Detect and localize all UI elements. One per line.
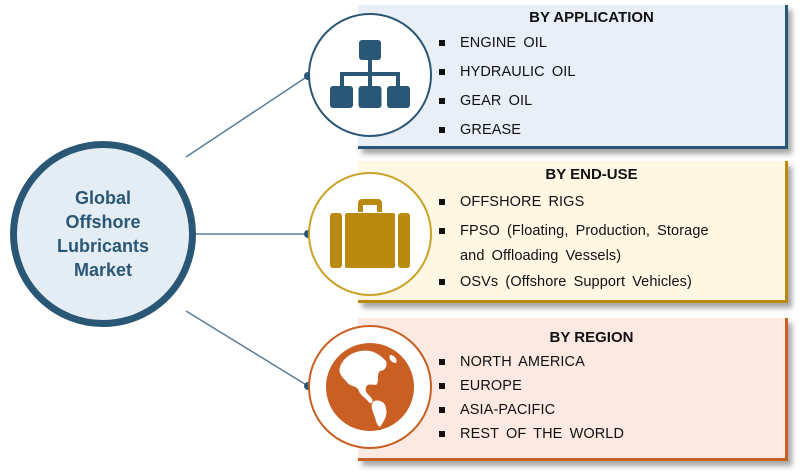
list-item: NORTH AMERICA xyxy=(439,350,785,374)
list-item: FPSO (Floating, Production, Storage xyxy=(439,217,785,246)
hub-title: Global Offshore Lubricants Market xyxy=(56,188,149,280)
globe-icon xyxy=(326,343,414,431)
end-use-icon-circle xyxy=(308,172,432,296)
end-use-list: OFFSHORE RIGS FPSO (Floating, Production… xyxy=(358,188,785,294)
list-item: REST OF THE WORLD xyxy=(439,422,785,446)
connector-region xyxy=(185,310,309,387)
region-icon-circle xyxy=(308,325,432,449)
hub-circle: Global Offshore Lubricants Market xyxy=(10,141,196,327)
region-list: NORTH AMERICA EUROPE ASIA-PACIFIC REST O… xyxy=(358,350,785,446)
list-item: EUROPE xyxy=(439,374,785,398)
application-icon-circle xyxy=(308,13,432,137)
list-item: GEAR OIL xyxy=(439,87,785,116)
application-title: BY APPLICATION xyxy=(529,9,654,26)
briefcase-icon xyxy=(330,199,410,268)
list-item: GREASE xyxy=(439,116,785,145)
list-item: OFFSHORE RIGS xyxy=(439,188,785,217)
region-title: BY REGION xyxy=(549,329,634,346)
application-list: ENGINE OIL HYDRAULIC OIL GEAR OIL GREASE xyxy=(358,29,785,145)
list-item: HYDRAULIC OIL xyxy=(439,58,785,87)
list-item: OSVs (Offshore Support Vehicles) xyxy=(439,270,785,294)
connector-application xyxy=(185,75,309,158)
end-use-title: BY END-USE xyxy=(545,166,638,183)
hierarchy-icon xyxy=(330,40,410,108)
list-item: ASIA-PACIFIC xyxy=(439,398,785,422)
list-item: ENGINE OIL xyxy=(439,29,785,58)
list-item-continuation: and Offloading Vessels) xyxy=(460,248,622,264)
